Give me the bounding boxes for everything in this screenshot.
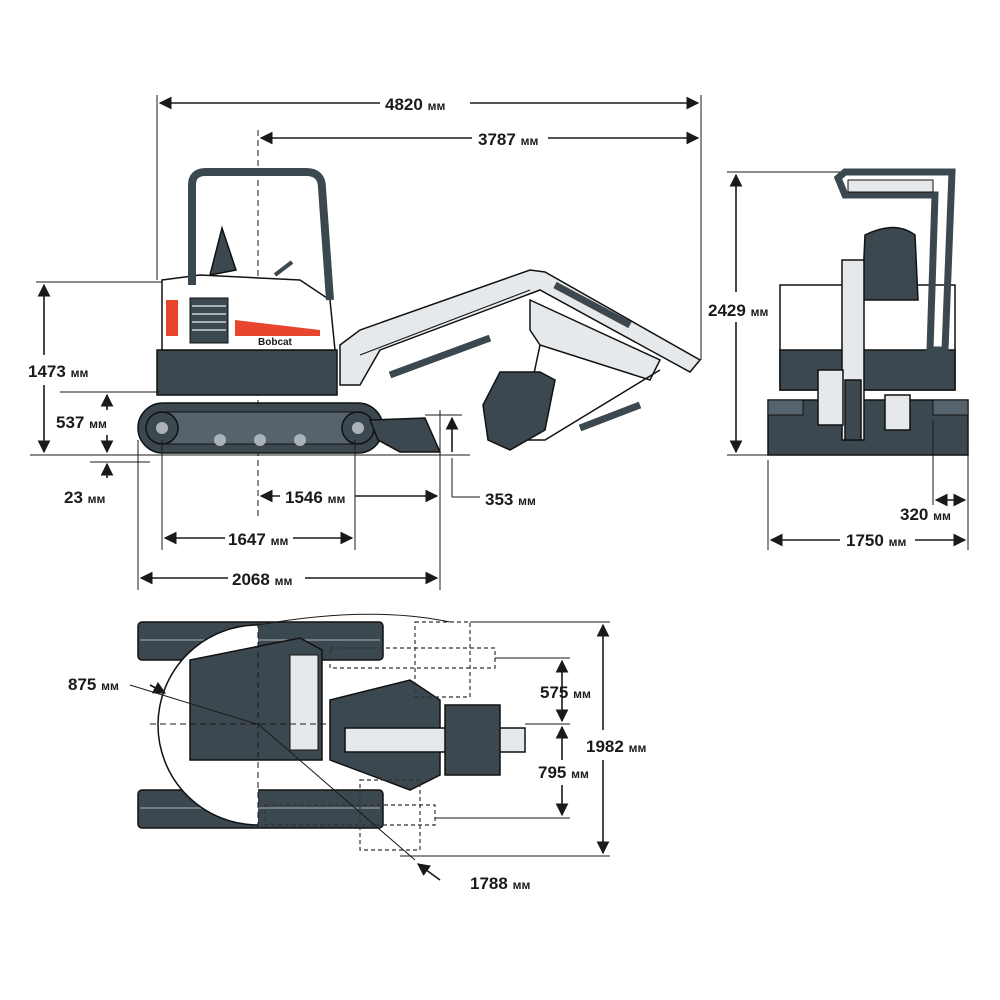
dim-height-cab: 2429 мм (708, 171, 840, 456)
side-view-upper-structure: Bobcat (156, 274, 338, 396)
side-view: Bobcat 4820 мм (28, 95, 702, 590)
dim-front-swing-radius: 1788 мм (257, 723, 530, 893)
svg-text:2429 мм: 2429 мм (708, 301, 768, 320)
svg-text:537 мм: 537 мм (56, 413, 107, 432)
side-view-dozer-blade (368, 417, 442, 453)
dim-blade-below-ground: 23 мм (64, 461, 150, 507)
front-view: 2429 мм 320 мм 1750 мм (708, 168, 969, 550)
dim-track-overall: 2068 мм (137, 440, 439, 590)
dim-transport-width: 1982 мм (400, 621, 646, 857)
svg-text:1546 мм: 1546 мм (285, 488, 345, 507)
side-view-canopy (188, 168, 334, 301)
top-view-upper-structure (189, 637, 323, 761)
dim-track-length: 1647 мм (161, 440, 356, 550)
dim-overall-width: 1750 мм (767, 460, 967, 550)
svg-text:1647 мм: 1647 мм (228, 530, 288, 549)
dim-tail-swing-radius: 875 мм (68, 675, 261, 726)
top-view-track-lower (137, 789, 384, 829)
svg-text:875 мм: 875 мм (68, 675, 119, 694)
top-view-bucket (444, 704, 501, 776)
dim-overall-length: 4820 мм (156, 95, 702, 360)
dim-counterweight-clearance: 537 мм (56, 391, 160, 454)
dim-length-from-center: 3787 мм (259, 130, 700, 149)
svg-text:353 мм: 353 мм (485, 490, 536, 509)
dim-height-1473: 1473 мм (28, 281, 162, 454)
dim-tail-to-blade: 1546 мм (259, 410, 441, 590)
dim-boom-offset-left: 575 мм (495, 657, 591, 725)
svg-text:320 мм: 320 мм (900, 505, 951, 524)
side-view-boom (339, 269, 702, 451)
svg-text:795 мм: 795 мм (538, 763, 589, 782)
svg-text:1750 мм: 1750 мм (846, 531, 906, 550)
side-view-track (137, 402, 384, 454)
dim-track-shoe-width: 320 мм (900, 420, 969, 550)
svg-text:3787 мм: 3787 мм (478, 130, 538, 149)
svg-text:1473 мм: 1473 мм (28, 362, 88, 381)
top-view: 875 мм 575 мм 795 мм 1982 мм 1788 мм (68, 613, 646, 893)
dim-blade-height: 353 мм (425, 414, 536, 509)
svg-text:23 мм: 23 мм (64, 488, 106, 507)
svg-text:2068 мм: 2068 мм (232, 570, 292, 589)
svg-text:1982 мм: 1982 мм (586, 737, 646, 756)
dim-boom-offset-right: 795 мм (435, 725, 589, 819)
front-view-seat (861, 226, 919, 301)
side-view-logo: Bobcat (258, 337, 293, 348)
svg-text:575 мм: 575 мм (540, 683, 591, 702)
svg-text:4820 мм: 4820 мм (385, 95, 445, 114)
svg-text:1788 мм: 1788 мм (470, 874, 530, 893)
top-view-boom-offset-right (264, 804, 436, 826)
